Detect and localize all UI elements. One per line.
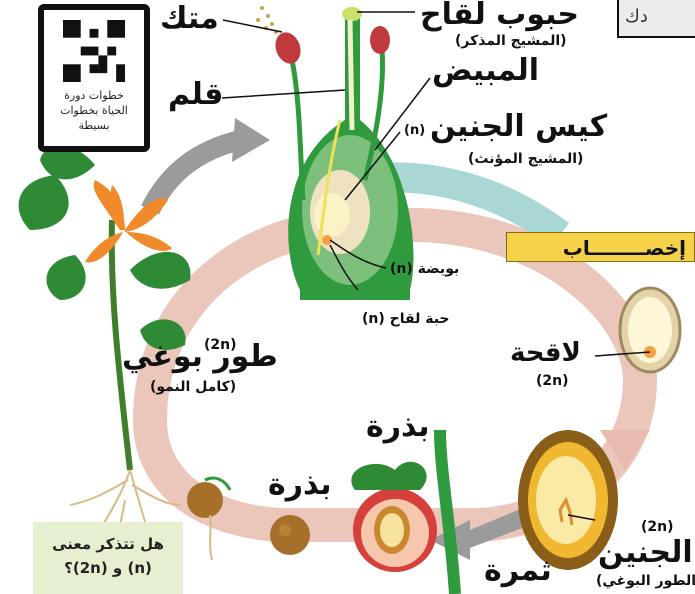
label-pollen-grain: حبة لقاح (n) <box>362 312 450 326</box>
qr-code-card[interactable]: خطوات دورة الحياة بخطوات بسيطة <box>38 4 150 152</box>
qr-caption-line1: خطوات دورة <box>48 88 140 103</box>
label-sporophyte: طور بوغي <box>122 342 278 372</box>
question-line2: (n) و (2n)؟ <box>33 556 183 580</box>
label-zygote: لاقحة <box>510 340 581 366</box>
zygote-seed <box>620 288 680 372</box>
label-style: قلم <box>168 80 223 110</box>
label-seed-top: بذرة <box>366 412 430 442</box>
qr-caption-line2: الحياة بخطوات <box>48 103 140 118</box>
label-egg: بويضة (n) <box>390 262 459 276</box>
qr-caption-line3: بسيطة <box>48 118 140 133</box>
fertilization-banner: إخصــــــــاب <box>506 232 695 262</box>
label-pollen-grains: حبوب لقاح <box>420 0 579 30</box>
label-embryo-ploidy: (2n) <box>641 520 674 534</box>
pistil <box>288 7 413 300</box>
label-embryo-sac-sub: (المشيج المؤنث) <box>468 152 583 166</box>
label-ovary: المبيض <box>432 56 539 86</box>
corner-note-text: دك <box>625 6 648 27</box>
qr-caption: خطوات دورة الحياة بخطوات بسيطة <box>48 88 140 133</box>
label-anther: متك <box>160 4 219 34</box>
corner-note-box: دك <box>617 0 695 38</box>
label-seed-bottom: بذرة <box>268 470 332 500</box>
label-sporophyte-sub: (كامل النمو) <box>150 380 236 394</box>
label-pollen-grains-sub: (المشيج المذكر) <box>455 34 567 48</box>
label-embryo-sac: كيس الجنين <box>430 112 607 142</box>
label-embryo-sac-ploidy: (n) <box>404 124 425 137</box>
question-box: هل تتذكر معنى (n) و (2n)؟ <box>33 522 183 594</box>
label-zygote-ploidy: (2n) <box>536 374 569 388</box>
seed-plain <box>270 515 310 555</box>
qr-code-icon <box>63 20 125 82</box>
stamen-left <box>271 29 304 200</box>
question-line1: هل تتذكر معنى <box>33 532 183 556</box>
label-fruit: ثمرة <box>484 556 552 586</box>
label-fertilization: إخصــــــــاب <box>563 236 686 260</box>
label-embryo: الجنين <box>598 538 693 568</box>
label-embryo-sub: (الطور البوغي) <box>596 574 695 588</box>
